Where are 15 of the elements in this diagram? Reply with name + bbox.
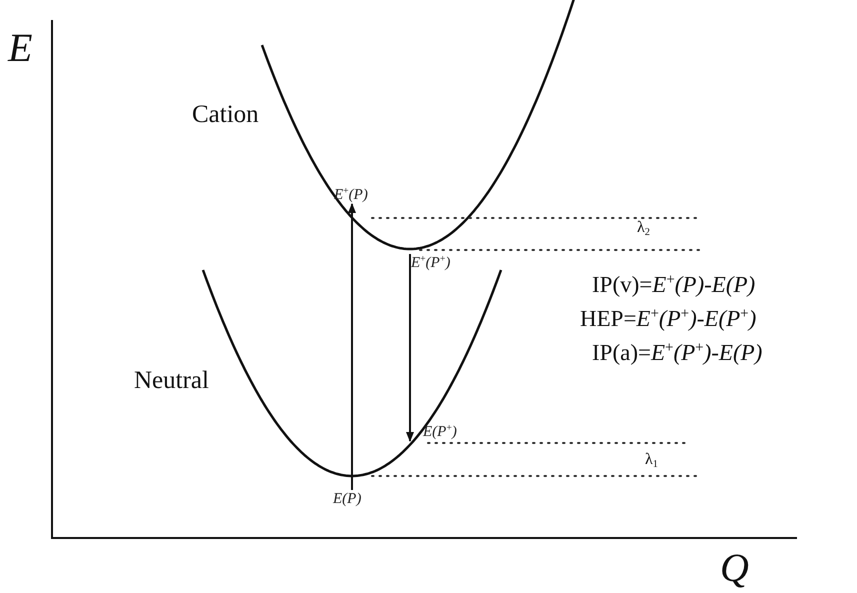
equation: IP(a)=E$^{+}$(P$^{+}$)-E(P) — [592, 340, 762, 366]
curve-label: Neutral — [134, 367, 209, 396]
energy-gap-label: λ$_{2}$ — [637, 219, 650, 238]
transition-arrow — [348, 203, 356, 490]
energy-level-label: E$^{+}$(P) — [334, 186, 368, 204]
energy-gap-label: λ$_{1}$ — [645, 451, 658, 470]
energy-level-label: E$^{+}$(P$^{+}$) — [411, 254, 450, 272]
curve-label: Cation — [192, 101, 259, 130]
axis-label: E — [8, 25, 32, 71]
equation: HEP=E$^{+}$(P$^{+}$)-E(P$^{+}$) — [580, 306, 756, 332]
transition-arrow — [406, 254, 414, 442]
equation: IP(v)=E$^{+}$(P)-E(P) — [592, 272, 756, 298]
axis-label: Q — [720, 545, 749, 591]
energy-level-label: E(P$^{+}$) — [423, 423, 457, 441]
energy-level-label: E(P) — [333, 490, 362, 508]
